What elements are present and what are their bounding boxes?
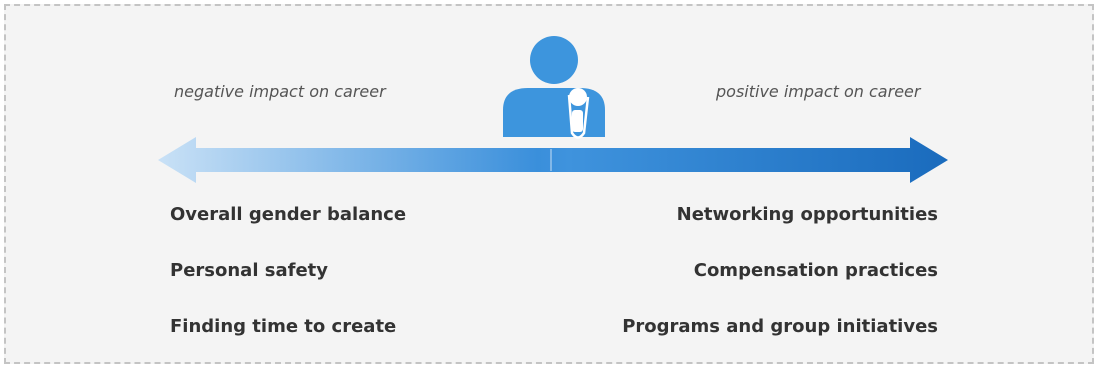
positive-item-compensation: Compensation practices <box>693 260 938 281</box>
negative-item-personal-safety: Personal safety <box>170 260 328 281</box>
impact-arrow <box>158 137 948 183</box>
positive-impact-caption: positive impact on career <box>716 82 921 101</box>
person-with-lanyard-icon <box>503 36 605 139</box>
negative-item-gender-balance: Overall gender balance <box>170 204 407 225</box>
negative-item-finding-time: Finding time to create <box>170 316 397 337</box>
negative-impact-caption: negative impact on career <box>174 82 386 101</box>
positive-item-programs: Programs and group initiatives <box>622 316 938 337</box>
positive-item-networking: Networking opportunities <box>676 204 938 225</box>
